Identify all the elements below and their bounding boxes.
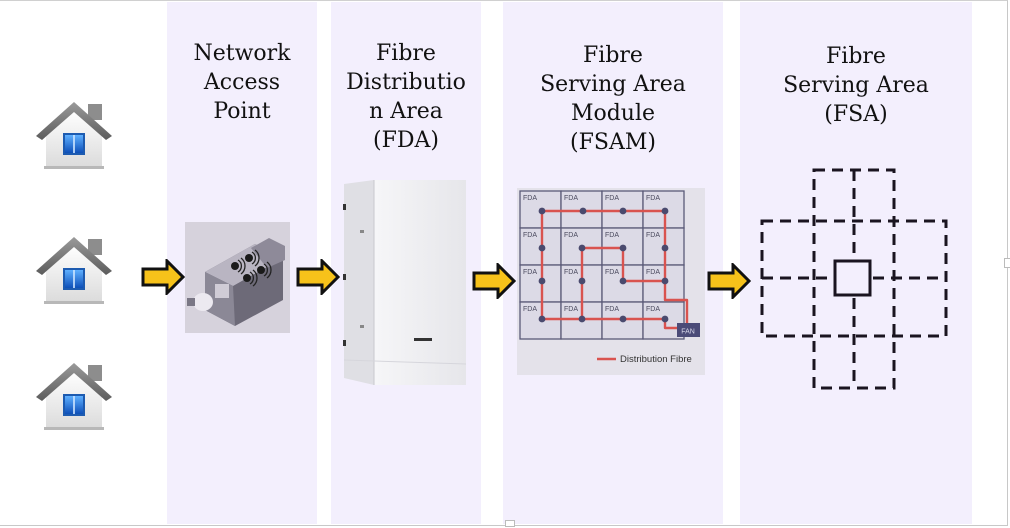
fan-label: FAN (681, 329, 695, 336)
fsam-cell-label: FDA (605, 195, 619, 202)
fsam-cell-label: FDA (523, 306, 537, 313)
fsam-cell-label: FDA (646, 195, 660, 202)
house-icon (36, 102, 112, 169)
frame-handle[interactable] (1004, 258, 1010, 268)
stage-title-fda: Fibre Distributio n Area (FDA) (346, 41, 466, 153)
house-icon (36, 237, 112, 304)
fsam-cell-label: FDA (605, 232, 619, 239)
fsam-cell-label: FDA (523, 232, 537, 239)
frame-handle[interactable] (505, 520, 515, 527)
fsam-cell-label: FDA (605, 306, 619, 313)
fsa-layout-diagram (760, 168, 948, 390)
fsam-cell-label: FDA (523, 195, 537, 202)
nap-device-icon (185, 222, 290, 333)
fsam-cell-label: FDA (646, 232, 660, 239)
house-icon (36, 363, 112, 430)
fsam-cell-label: FDA (605, 269, 619, 276)
flow-arrow-icon (141, 259, 185, 295)
fsam-cell-label: FDA (646, 306, 660, 313)
fsam-grid-diagram: FDA FDA FDA FDA FDA FDA FDA FDA FDA FDA FDA FDA FDA F… (517, 188, 705, 375)
fsam-cell-label: FDA (564, 195, 578, 202)
fsam-cell-label: FDA (523, 269, 537, 276)
fda-cabinet-icon (343, 180, 467, 385)
fsam-cell-label: FDA (646, 269, 660, 276)
flow-arrow-icon (472, 263, 516, 299)
stage-title-fsam: Fibre Serving Area Module (FSAM) (540, 43, 686, 155)
stage-title-nap: Network Access Point (193, 41, 291, 124)
flow-arrow-icon (707, 263, 751, 299)
fsam-cells: FDA FDA FDA FDA FDA FDA FDA FDA FDA FDA FDA FDA FDA F… (519, 190, 685, 340)
stage-title-fsa: Fibre Serving Area (FSA) (783, 44, 929, 127)
legend-label: Distribution Fibre (620, 354, 692, 365)
fsam-cell-label: FDA (564, 232, 578, 239)
fsam-cell-label: FDA (564, 269, 578, 276)
fsam-cell-label: FDA (564, 306, 578, 313)
flow-arrow-icon (296, 259, 340, 295)
